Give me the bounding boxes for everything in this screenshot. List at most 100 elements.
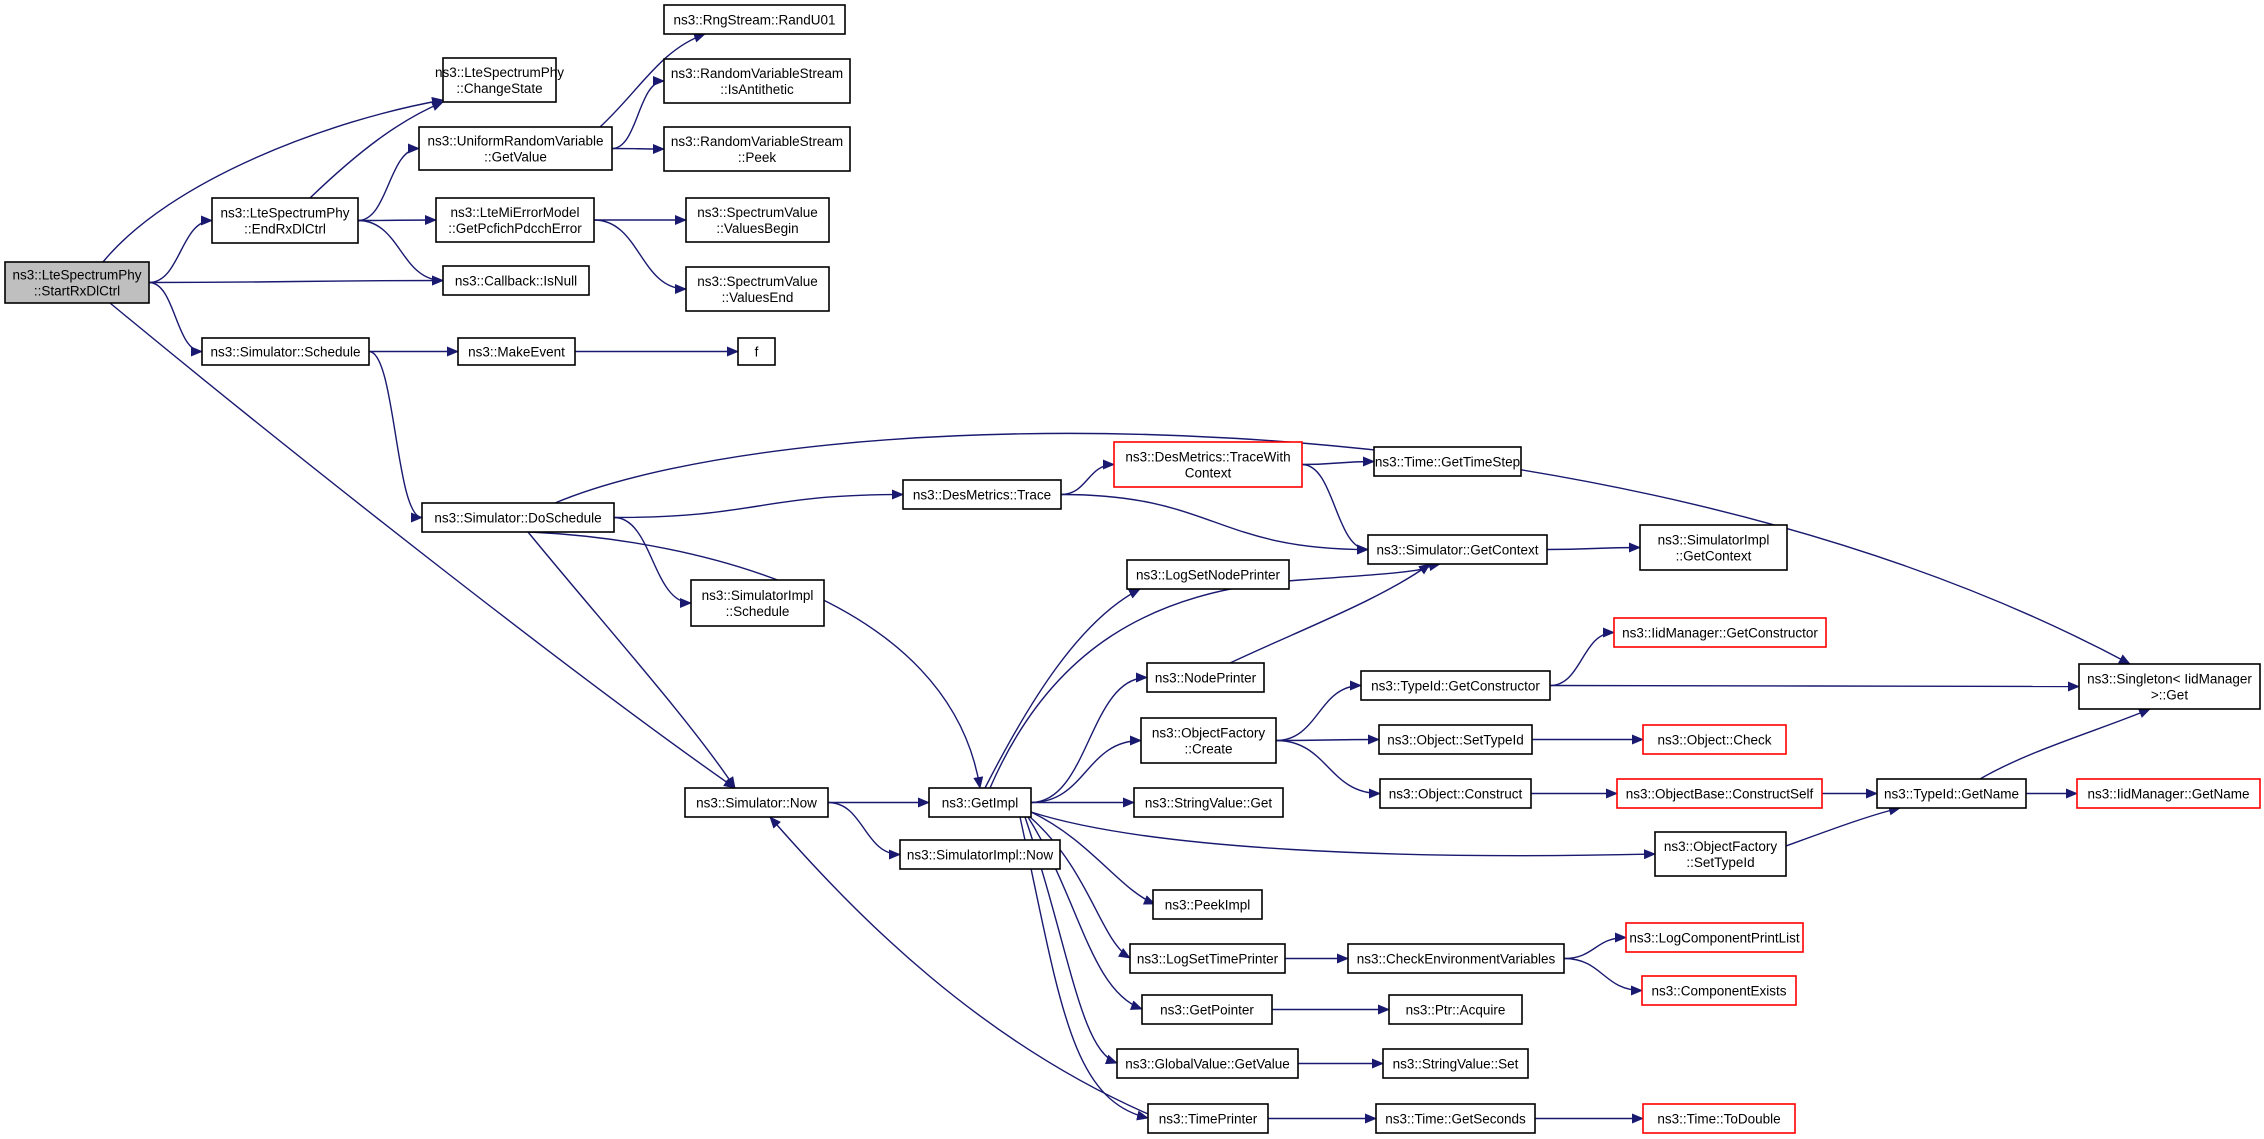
node-box xyxy=(1642,1103,1796,1134)
node-compexists[interactable]: ns3::ComponentExists xyxy=(1641,975,1797,1006)
node-box xyxy=(211,197,359,244)
edge-getimpl-to-peekimpl xyxy=(1030,811,1156,905)
node-iidgetctor[interactable]: ns3::IidManager::GetConstructor xyxy=(1613,617,1827,648)
node-simgetctx[interactable]: ns3::Simulator::GetContext xyxy=(1367,534,1548,565)
node-simnow[interactable]: ns3::Simulator::Now xyxy=(684,787,829,818)
edge-urv-to-peek xyxy=(611,143,665,154)
node-box xyxy=(1133,787,1284,818)
node-getseconds[interactable]: ns3::Time::GetSeconds xyxy=(1375,1103,1536,1134)
node-desmtrace[interactable]: ns3::DesMetrics::Trace xyxy=(902,479,1062,510)
node-start[interactable]: ns3::LteSpectrumPhy::StartRxDlCtrl xyxy=(4,261,150,304)
node-ofcreate[interactable]: ns3::ObjectFactory::Create xyxy=(1140,717,1277,764)
edge-ofcreate-to-objsettid xyxy=(1275,734,1380,745)
node-box xyxy=(1147,1103,1269,1134)
edge-dosched-to-desmtrace xyxy=(613,489,904,519)
node-isanti[interactable]: ns3::RandomVariableStream::IsAntithetic xyxy=(663,58,851,104)
node-isnull[interactable]: ns3::Callback::IsNull xyxy=(442,265,590,296)
node-peek[interactable]: ns3::RandomVariableStream::Peek xyxy=(663,126,851,172)
node-randu01[interactable]: ns3::RngStream::RandU01 xyxy=(663,4,846,35)
node-getimpl[interactable]: ns3::GetImpl xyxy=(928,787,1032,818)
node-tidgetname[interactable]: ns3::TypeId::GetName xyxy=(1876,778,2027,809)
edge-desmtrace-to-tracewith xyxy=(1060,459,1115,496)
edge-endrx-to-urv xyxy=(357,143,420,222)
edge-dosched-to-implsched xyxy=(613,516,692,608)
edge-dosched-to-singleton xyxy=(554,432,2131,665)
edge-getimpl-to-logtimeprinter xyxy=(1029,816,1131,959)
node-vend[interactable]: ns3::SpectrumValue::ValuesEnd xyxy=(685,266,830,312)
node-f[interactable]: f xyxy=(737,337,776,366)
node-implnow[interactable]: ns3::SimulatorImpl::Now xyxy=(899,839,1061,870)
node-urv[interactable]: ns3::UniformRandomVariable::GetValue xyxy=(418,126,613,171)
node-lognodeprinter[interactable]: ns3::LogSetNodePrinter xyxy=(1126,559,1290,590)
node-box xyxy=(1613,617,1827,648)
node-tidgetctor[interactable]: ns3::TypeId::GetConstructor xyxy=(1360,670,1551,701)
node-label: ::GetContext xyxy=(1676,549,1752,564)
node-box xyxy=(1375,1103,1536,1134)
edge-checkenv-to-compexists xyxy=(1563,957,1643,996)
node-nodeprinter[interactable]: ns3::NodePrinter xyxy=(1146,662,1265,693)
node-vbegin[interactable]: ns3::SpectrumValue::ValuesBegin xyxy=(685,197,830,243)
edge-mierr-to-vend xyxy=(593,219,687,294)
edge-getimpl-to-timeprinter xyxy=(1019,816,1149,1121)
node-getpointer[interactable]: ns3::GetPointer xyxy=(1141,994,1273,1025)
edge-endrx-to-changestate xyxy=(309,101,444,199)
node-implsched[interactable]: ns3::SimulatorImpl::Schedule xyxy=(690,579,825,627)
node-gvget[interactable]: ns3::GlobalValue::GetValue xyxy=(1116,1048,1299,1079)
node-box xyxy=(1639,524,1788,571)
node-label: ::Peek xyxy=(738,150,777,165)
node-box xyxy=(663,126,851,172)
edge-checkenv-to-logcomplist xyxy=(1563,932,1627,960)
node-endrx[interactable]: ns3::LteSpectrumPhy::EndRxDlCtrl xyxy=(211,197,359,244)
node-iidgetname[interactable]: ns3::IidManager::GetName xyxy=(2076,778,2261,809)
node-logcomplist[interactable]: ns3::LogComponentPrintList xyxy=(1625,922,1804,953)
node-constructself[interactable]: ns3::ObjectBase::ConstructSelf xyxy=(1616,778,1823,809)
edge-urv-to-isanti xyxy=(611,76,665,150)
node-checkenv[interactable]: ns3::CheckEnvironmentVariables xyxy=(1347,943,1565,974)
node-label: ::Schedule xyxy=(726,604,790,619)
node-box xyxy=(2078,663,2261,710)
node-box xyxy=(1116,1048,1299,1079)
node-label: ns3::ObjectBase::ConstructSelf xyxy=(1626,787,1814,802)
node-todouble[interactable]: ns3::Time::ToDouble xyxy=(1642,1103,1796,1134)
node-box xyxy=(1388,994,1523,1025)
node-label: ::ValuesBegin xyxy=(716,221,798,236)
node-svget[interactable]: ns3::StringValue::Get xyxy=(1133,787,1284,818)
node-objsettid[interactable]: ns3::Object::SetTypeId xyxy=(1378,724,1533,755)
node-timeprinter[interactable]: ns3::TimePrinter xyxy=(1147,1103,1269,1134)
node-logtimeprinter[interactable]: ns3::LogSetTimePrinter xyxy=(1129,943,1286,974)
node-ptracquire[interactable]: ns3::Ptr::Acquire xyxy=(1388,994,1523,1025)
node-timestep[interactable]: ns3::Time::GetTimeStep xyxy=(1373,446,1522,477)
node-label: ns3::Ptr::Acquire xyxy=(1406,1003,1506,1018)
edge-start-to-endrx xyxy=(148,215,213,284)
node-box xyxy=(899,839,1061,870)
node-schedule[interactable]: ns3::Simulator::Schedule xyxy=(201,337,370,366)
node-box xyxy=(1141,994,1273,1025)
node-label: ns3::GetPointer xyxy=(1160,1003,1254,1018)
node-label: ns3::IidManager::GetConstructor xyxy=(1622,626,1818,641)
node-makeevent[interactable]: ns3::MakeEvent xyxy=(457,337,576,366)
edge-getimpl-to-nodeprinter xyxy=(1030,672,1148,804)
node-mierr[interactable]: ns3::LteMiErrorModel::GetPcfichPdcchErro… xyxy=(435,197,595,243)
node-changestate[interactable]: ns3::LteSpectrumPhy::ChangeState xyxy=(435,57,564,103)
node-label: ns3::RandomVariableStream xyxy=(671,134,843,149)
edge-getimpl-to-ofcreate xyxy=(1030,735,1142,804)
node-box xyxy=(902,479,1062,510)
node-label: ns3::TypeId::GetConstructor xyxy=(1371,679,1540,694)
node-singleton[interactable]: ns3::Singleton< IidManager>::Get xyxy=(2078,663,2261,710)
node-label: ns3::GetImpl xyxy=(942,796,1019,811)
node-label: ns3::SimulatorImpl::Now xyxy=(907,848,1054,863)
node-implgetctx[interactable]: ns3::SimulatorImpl::GetContext xyxy=(1639,524,1788,571)
node-label: ns3::Object::SetTypeId xyxy=(1387,733,1524,748)
edge-desmtrace-to-simgetctx xyxy=(1060,493,1369,555)
node-box xyxy=(1140,717,1277,764)
node-peekimpl[interactable]: ns3::PeekImpl xyxy=(1152,889,1263,920)
node-dosched[interactable]: ns3::Simulator::DoSchedule xyxy=(421,502,615,533)
node-label: ns3::TypeId::GetName xyxy=(1884,787,2019,802)
node-objconstruct[interactable]: ns3::Object::Construct xyxy=(1379,778,1532,809)
node-svset[interactable]: ns3::StringValue::Set xyxy=(1382,1048,1529,1079)
node-objcheck[interactable]: ns3::Object::Check xyxy=(1642,724,1787,755)
node-label: ns3::CheckEnvironmentVariables xyxy=(1357,952,1556,967)
node-ofsettid[interactable]: ns3::ObjectFactory::SetTypeId xyxy=(1654,831,1787,877)
node-label: ::ValuesEnd xyxy=(722,290,794,305)
